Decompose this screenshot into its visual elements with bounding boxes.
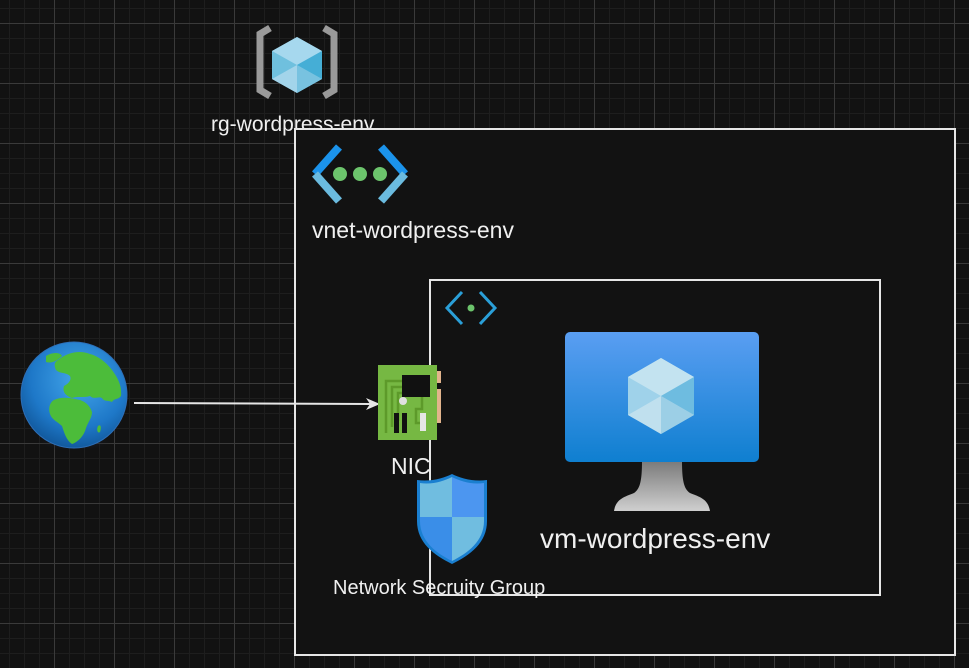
virtual-machine-icon[interactable] [564,331,760,513]
virtual-network-icon [309,143,411,205]
globe-icon[interactable] [18,340,130,452]
vm-label: vm-wordpress-env [540,523,771,554]
nsg-label: Network Secruity Group [333,577,546,599]
subnet-icon [444,290,498,326]
nsg-connector [429,550,431,575]
rg-label-connector [384,128,396,130]
resource-group-icon [256,24,338,100]
nic-label: NIC [391,453,431,479]
network-interface-icon[interactable] [378,365,446,441]
shield-icon[interactable] [414,473,490,565]
internet-to-nic-arrow[interactable] [132,395,382,413]
vnet-label: vnet-wordpress-env [312,217,514,243]
